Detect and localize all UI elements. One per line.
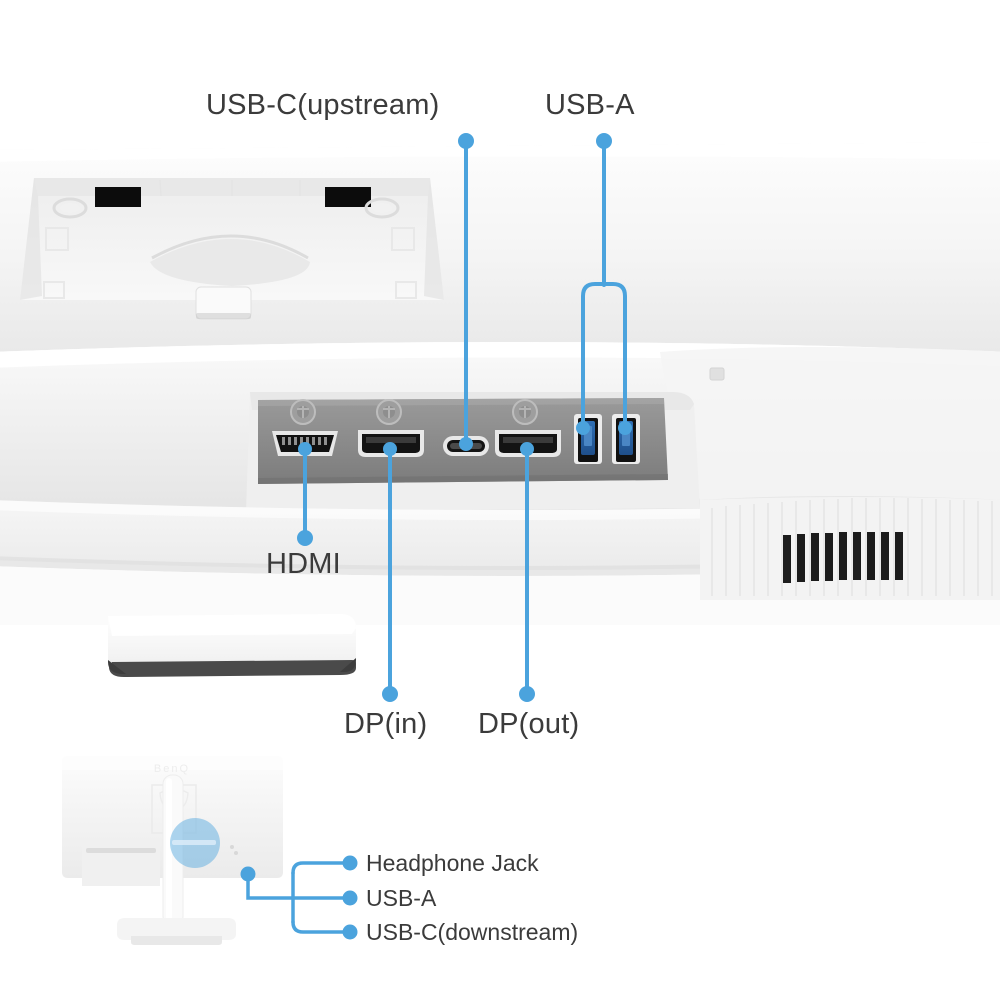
label-hdmi: HDMI <box>266 548 341 580</box>
led-indicator <box>709 367 725 381</box>
port-plate-screws <box>290 399 538 425</box>
dot-dp-out-port <box>520 442 534 456</box>
vent-panel <box>700 497 1000 600</box>
dot-usb-a-port-1 <box>576 421 590 435</box>
legend-connectors <box>246 861 348 934</box>
svg-text:BenQ: BenQ <box>154 763 190 775</box>
legend-dots <box>240 855 358 940</box>
monitor-rear-thumbnail: BenQ <box>62 756 283 945</box>
callout-bracket-usb-a <box>581 282 627 429</box>
vesa-rings <box>52 197 400 219</box>
dot-usb-c-downstream <box>342 924 358 940</box>
callout-lines <box>303 141 627 694</box>
legend-label-usb-a-downstream: USB-A <box>366 885 437 911</box>
legend-label-usb-c-downstream: USB-C(downstream) <box>366 919 579 945</box>
dot-headphone-jack <box>342 855 358 871</box>
dot-thumbnail-source <box>240 866 256 882</box>
dot-dp-in-label <box>382 686 398 702</box>
stand-base <box>108 614 356 677</box>
dot-dp-out-label <box>519 686 535 702</box>
label-usb-a: USB-A <box>545 89 635 121</box>
dot-usb-c-upstream-label <box>458 133 474 149</box>
dot-usb-c-upstream-port <box>459 437 473 451</box>
label-dp-in: DP(in) <box>344 708 428 740</box>
label-usb-c-upstream: USB-C(upstream) <box>206 89 440 121</box>
dot-usb-a-label <box>596 133 612 149</box>
usb-a-port-glyph-1 <box>574 414 602 464</box>
dot-hdmi-port <box>298 442 312 456</box>
label-dp-out: DP(out) <box>478 708 580 740</box>
legend-label-headphone-jack: Headphone Jack <box>366 850 539 876</box>
vesa-pads <box>95 187 371 207</box>
dot-usb-a-downstream <box>342 890 358 906</box>
dot-dp-in-port <box>383 442 397 456</box>
dot-hdmi-label <box>297 530 313 546</box>
callout-dots <box>297 133 632 702</box>
dot-usb-a-port-2 <box>618 421 632 435</box>
